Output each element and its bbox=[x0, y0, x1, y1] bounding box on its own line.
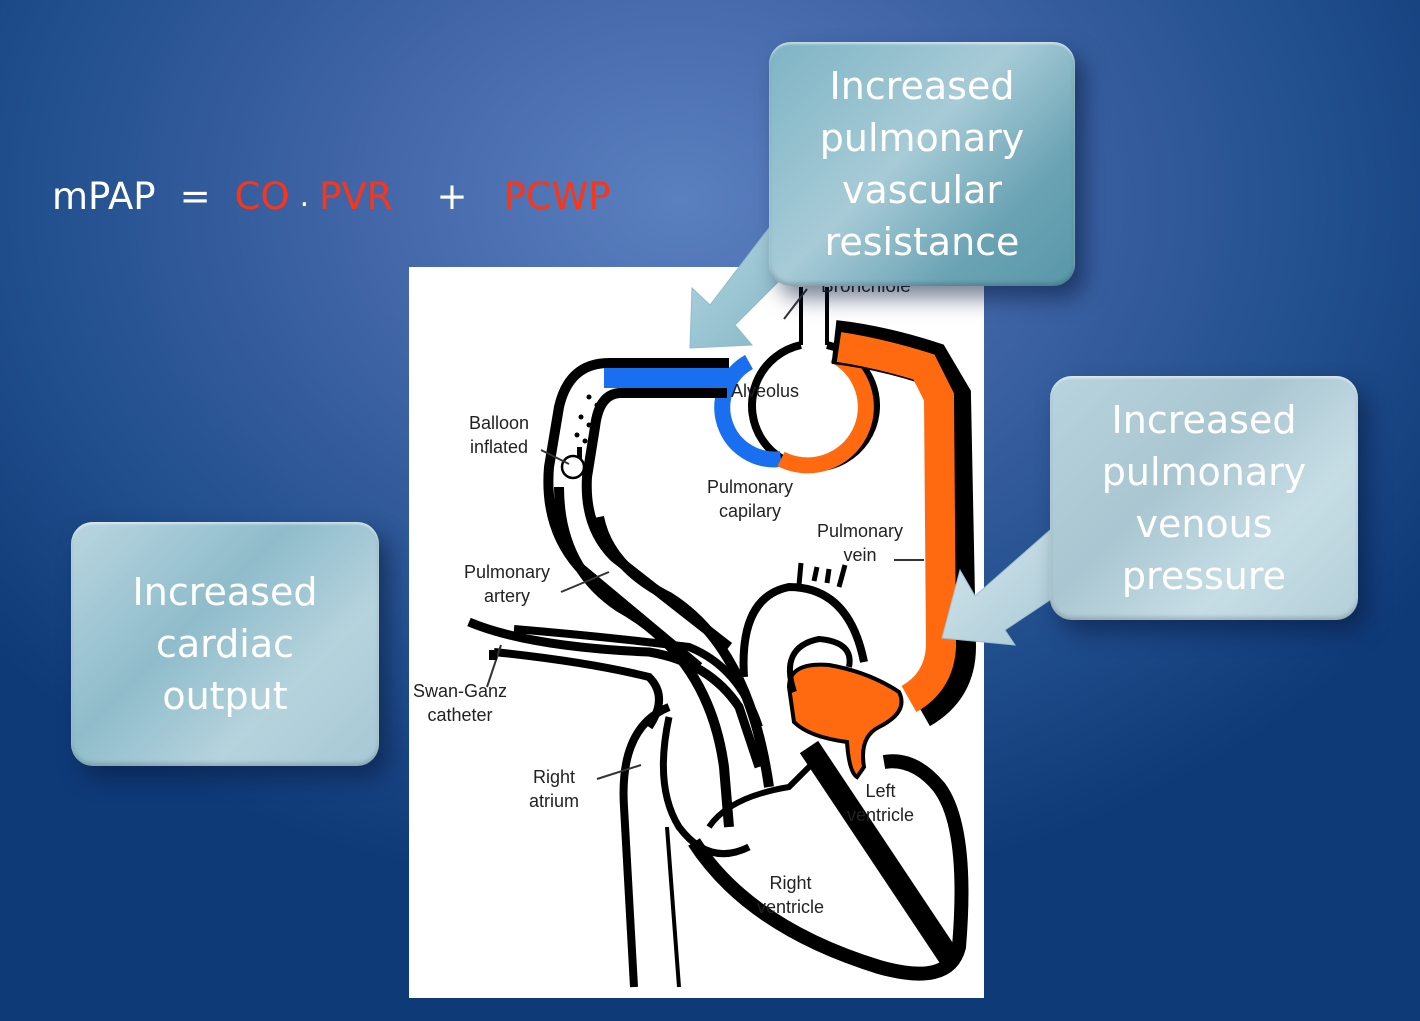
right-atrium-wall bbox=[619, 703, 671, 988]
catheter-hub bbox=[489, 650, 497, 660]
aortic-arch-inner bbox=[787, 635, 853, 693]
pulmonary-artery-pointer bbox=[560, 571, 610, 593]
heart-circulation-diagram: Bronchiole Alveolus Balloon inflated Pul… bbox=[409, 267, 984, 998]
label-alveolus: Alveolus bbox=[731, 381, 800, 401]
balloon bbox=[560, 454, 586, 480]
capillary-blue bbox=[714, 355, 783, 468]
mpap-equation: mPAP = CO . PVR + PCWP bbox=[52, 168, 611, 224]
label-pulmonary-capillary: Pulmonary capilary bbox=[707, 477, 794, 521]
equation-multiply: . bbox=[299, 178, 310, 214]
callout-increased-venous-pressure: Increased pulmonary venous pressure bbox=[1050, 376, 1358, 620]
aortic-branches bbox=[796, 562, 848, 588]
label-right-ventricle: Right ventricle bbox=[757, 873, 825, 917]
swan-ganz-tube-3 bbox=[493, 648, 663, 730]
septum bbox=[799, 740, 959, 964]
swan-ganz-tube-1 bbox=[467, 617, 764, 769]
pulmonary-artery-top-inner bbox=[581, 388, 733, 651]
left-atrium bbox=[786, 662, 904, 780]
equation-plus: + bbox=[436, 174, 468, 218]
bronchiole-pointer bbox=[783, 288, 808, 320]
equation-cardiac-output: CO bbox=[234, 174, 290, 218]
pulmonary-trunk-inner bbox=[594, 515, 774, 788]
heart-outer-wall bbox=[688, 754, 969, 981]
label-pulmonary-artery: Pulmonary artery bbox=[464, 562, 551, 606]
capillary-orange bbox=[777, 347, 874, 474]
svc-line bbox=[665, 826, 681, 988]
catheter-tip bbox=[574, 394, 600, 461]
label-pulmonary-vein: Pulmonary vein bbox=[817, 521, 904, 565]
swan-ganz-pointer bbox=[486, 644, 502, 688]
equation-pcwp: PCWP bbox=[503, 174, 611, 218]
aorta bbox=[739, 582, 868, 678]
label-right-atrium: Right atrium bbox=[529, 767, 580, 811]
pulmonary-trunk-outer bbox=[554, 486, 734, 828]
callout-increased-pvr: Increased pulmonary vascular resistance bbox=[769, 42, 1075, 286]
equation-pvr: PVR bbox=[319, 174, 393, 218]
right-atrium-pointer bbox=[596, 764, 642, 780]
label-swan-ganz-catheter: Swan-Ganz catheter bbox=[413, 681, 508, 725]
pulmonary-vein-orange bbox=[836, 332, 957, 713]
heart-drawing bbox=[467, 287, 977, 988]
balloon-pointer bbox=[540, 449, 570, 465]
equation-lhs: mPAP bbox=[52, 174, 156, 218]
ventricle-inner bbox=[706, 754, 822, 829]
equation-equals: = bbox=[179, 174, 211, 218]
right-atrium-inner bbox=[659, 716, 751, 858]
callout-increased-cardiac-output: Increased cardiac output bbox=[71, 522, 379, 766]
label-balloon-inflated: Balloon inflated bbox=[469, 413, 530, 457]
label-left-ventricle: Left ventricle bbox=[847, 781, 915, 825]
